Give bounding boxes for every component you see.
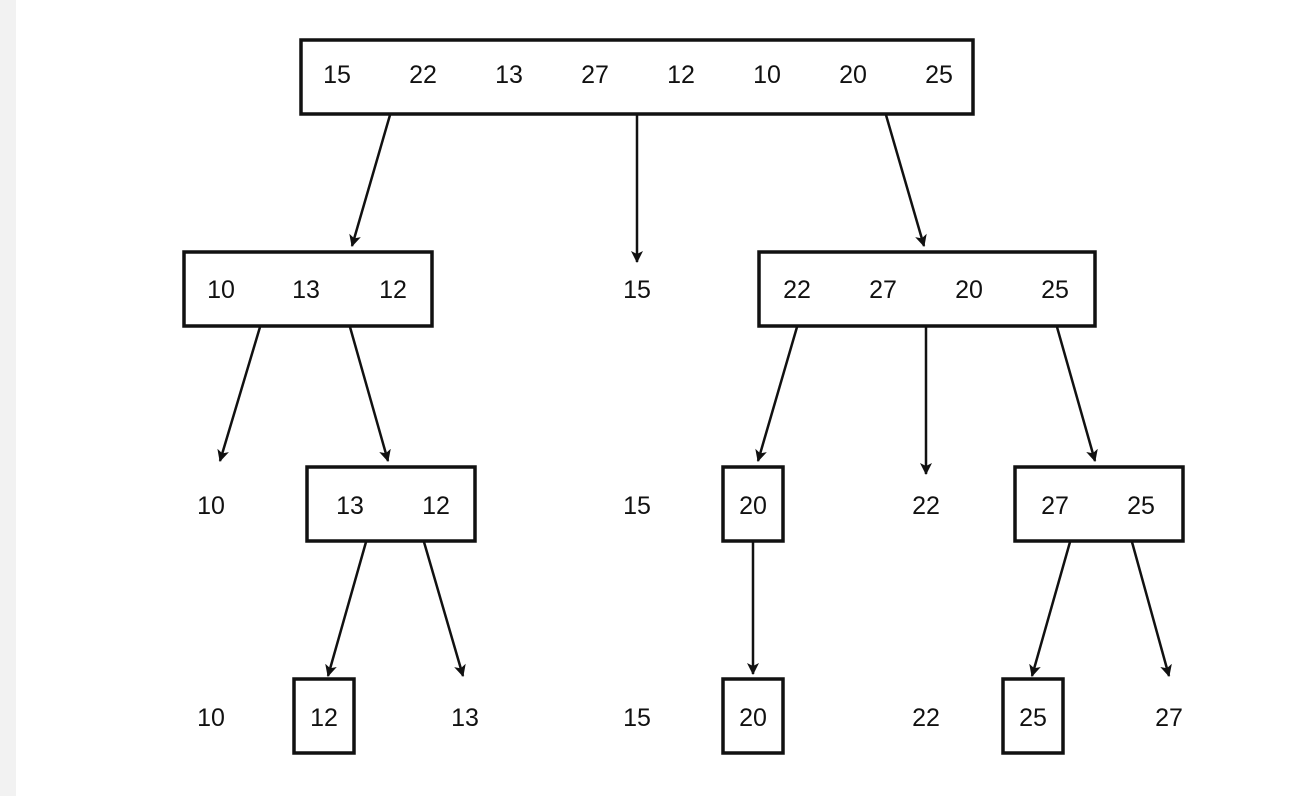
edge-13-12-to-13 [422,541,466,677]
level3-box-12-value: 12 [310,704,338,732]
level2-box-13-12-value-1: 13 [336,492,364,520]
edge-right-to-20 [755,326,799,462]
level2-value-15: 15 [623,492,651,520]
level2-value-10: 10 [197,492,225,520]
level3-value-13: 13 [451,704,479,732]
level2-box-27-25: 27 25 [1013,465,1185,543]
level3-box-25: 25 [1001,677,1065,755]
root-node-box: 15 22 13 27 12 10 20 25 [299,38,975,116]
level2-box-20: 20 [721,465,785,543]
root-value-3: 13 [495,61,523,89]
edge-13-12-to-12 [325,541,368,677]
edges [217,114,1172,677]
edge-left-to-13-12 [348,326,391,462]
level1-right-value-3: 20 [955,276,983,304]
level1-right-value-4: 25 [1041,276,1069,304]
level1-left-box: 10 13 12 [182,250,434,328]
level3-box-20: 20 [721,677,785,755]
level2-box-13-12: 13 12 [305,465,477,543]
level1-left-value-2: 13 [292,276,320,304]
root-value-6: 10 [753,61,781,89]
level1-right-value-1: 22 [783,276,811,304]
level3-value-15: 15 [623,704,651,732]
edge-root-to-right [884,114,927,247]
level2-box-13-12-value-2: 12 [422,492,450,520]
level2-box-27-25-value-2: 25 [1127,492,1155,520]
edge-left-to-10 [217,326,262,462]
root-value-7: 20 [839,61,867,89]
level3-box-20-value: 20 [739,704,767,732]
edge-27-25-to-25 [1029,541,1072,677]
root-value-5: 12 [667,61,695,89]
level1-pivot-value: 15 [623,276,651,304]
edge-27-25-to-27 [1130,541,1172,677]
level1-right-box: 22 27 20 25 [757,250,1097,328]
level2-box-27-25-value-1: 27 [1041,492,1069,520]
root-value-2: 22 [409,61,437,89]
level1-left-value-1: 10 [207,276,235,304]
root-value-1: 15 [323,61,351,89]
level3-value-27: 27 [1155,704,1183,732]
level3-box-25-value: 25 [1019,704,1047,732]
level2-box-20-value: 20 [739,492,767,520]
edge-right-to-27-25 [1055,326,1098,462]
edge-root-to-left [349,114,392,247]
level3-value-10: 10 [197,704,225,732]
left-margin-strip [0,0,16,796]
root-value-8: 25 [925,61,953,89]
level1-left-value-3: 12 [379,276,407,304]
level1-right-value-2: 27 [869,276,897,304]
level3-value-22: 22 [912,704,940,732]
level3-box-12: 12 [292,677,356,755]
root-value-4: 27 [581,61,609,89]
level2-value-22: 22 [912,492,940,520]
